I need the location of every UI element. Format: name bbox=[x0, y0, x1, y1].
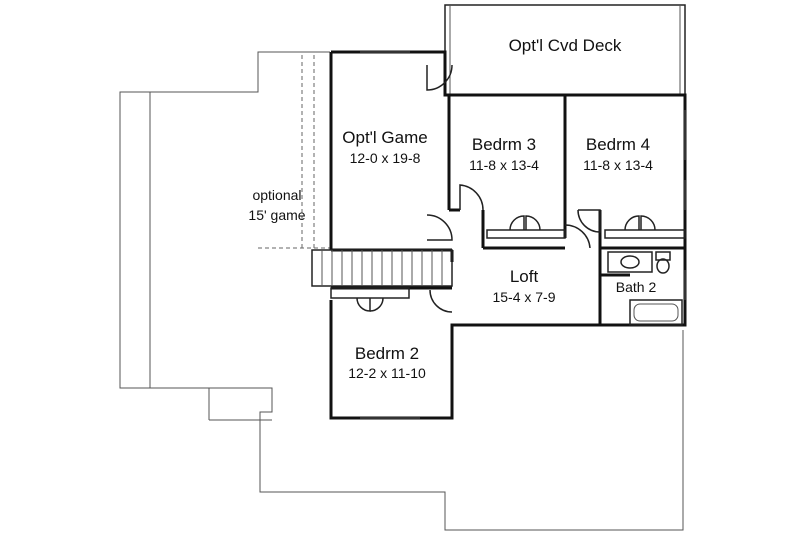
loft-size: 15-4 x 7-9 bbox=[492, 289, 555, 305]
roof-outline bbox=[119, 51, 684, 531]
room-bath2: Bath 2 bbox=[616, 279, 657, 295]
optional-game-extension bbox=[258, 55, 330, 249]
bedroom2-name: Bedrm 2 bbox=[355, 344, 419, 363]
stairs bbox=[311, 249, 453, 287]
optional-game-note: optional 15' game bbox=[248, 187, 305, 223]
bedroom3-name: Bedrm 3 bbox=[472, 135, 536, 154]
optional-note-line1: optional bbox=[252, 187, 301, 203]
loft-name: Loft bbox=[510, 267, 539, 286]
room-game: Opt'l Game 12-0 x 19-8 bbox=[342, 128, 427, 166]
room-bedroom2: Bedrm 2 12-2 x 11-10 bbox=[348, 344, 426, 381]
room-bedroom4: Bedrm 4 11-8 x 13-4 bbox=[583, 135, 653, 173]
optional-note-line2: 15' game bbox=[248, 207, 305, 223]
exterior-walls bbox=[329, 50, 687, 420]
doors bbox=[356, 64, 656, 313]
game-room-name: Opt'l Game bbox=[342, 128, 427, 147]
bedroom4-name: Bedrm 4 bbox=[586, 135, 650, 154]
covered-deck-name: Opt'l Cvd Deck bbox=[509, 36, 622, 55]
windows bbox=[360, 51, 686, 419]
bath-fixtures bbox=[607, 251, 683, 326]
bedroom3-size: 11-8 x 13-4 bbox=[469, 157, 539, 173]
bedroom4-size: 11-8 x 13-4 bbox=[583, 157, 653, 173]
bedroom2-size: 12-2 x 11-10 bbox=[348, 365, 426, 381]
bath2-name: Bath 2 bbox=[616, 279, 657, 295]
room-loft: Loft 15-4 x 7-9 bbox=[492, 267, 555, 305]
game-room-size: 12-0 x 19-8 bbox=[350, 150, 421, 166]
room-covered-deck: Opt'l Cvd Deck bbox=[509, 36, 622, 55]
room-bedroom3: Bedrm 3 11-8 x 13-4 bbox=[469, 135, 539, 173]
